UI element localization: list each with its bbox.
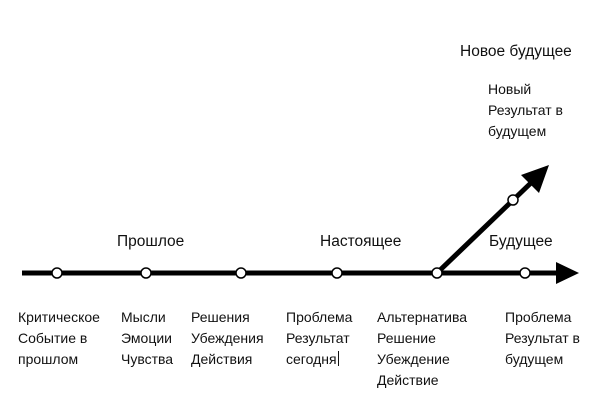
column-2-line-2: Эмоции (121, 330, 172, 346)
header-new-future: Новое будущее (460, 43, 572, 60)
column-5-line-4: Действие (377, 372, 439, 388)
column-3-line-3: Действия (191, 351, 253, 367)
node-decisions (235, 267, 247, 279)
timeline-arrow-head (556, 262, 579, 284)
column-5-line-1: Альтернатива (377, 309, 468, 325)
new-result-label: Новый Результат в будущем (488, 79, 563, 142)
column-1-line-1: Критическое (18, 309, 100, 325)
node-thoughts (140, 267, 152, 279)
node-past-event (51, 267, 63, 279)
column-4-line-1: Проблема (286, 309, 353, 325)
node-alternative (431, 267, 443, 279)
column-6-line-2: Результат в (505, 330, 580, 346)
node-future-result (519, 267, 531, 279)
column-5-line-2: Решение (377, 330, 436, 346)
new-result-line-3: будущем (488, 123, 547, 139)
column-2-line-3: Чувства (121, 351, 174, 367)
column-1-line-2: Событие в (18, 330, 88, 346)
column-4-line-3: сегодня (286, 349, 352, 370)
text-cursor (337, 351, 339, 366)
column-problem-today: Проблема Результат сегодня (286, 307, 352, 370)
header-present: Настоящее (320, 233, 402, 250)
column-6-line-3: будущем (505, 351, 564, 367)
column-3-line-2: Убеждения (191, 330, 264, 346)
column-decisions: Решения Убеждения Действия (191, 307, 264, 370)
node-problem-today (331, 267, 343, 279)
column-5-line-3: Убеждение (377, 351, 450, 367)
column-6-line-1: Проблема (505, 309, 572, 325)
node-new-future (507, 194, 519, 206)
column-alternative: Альтернатива Решение Убеждение Действие (377, 307, 467, 391)
column-3-line-1: Решения (191, 309, 250, 325)
column-4-line-3-text: сегодня (286, 351, 337, 367)
column-4-line-2: Результат (286, 330, 350, 346)
column-2-line-1: Мысли (121, 309, 166, 325)
branch-axis (435, 178, 536, 275)
header-future: Будущее (489, 233, 553, 250)
column-thoughts: Мысли Эмоции Чувства (121, 307, 173, 370)
column-past-event: Критическое Событие в прошлом (18, 307, 100, 370)
column-future-result: Проблема Результат в будущем (505, 307, 580, 370)
column-1-line-3: прошлом (18, 351, 79, 367)
branch-arrow-head (521, 165, 549, 193)
new-result-line-2: Результат в (488, 102, 563, 118)
new-result-line-1: Новый (488, 81, 532, 97)
header-past: Прошлое (117, 233, 185, 250)
